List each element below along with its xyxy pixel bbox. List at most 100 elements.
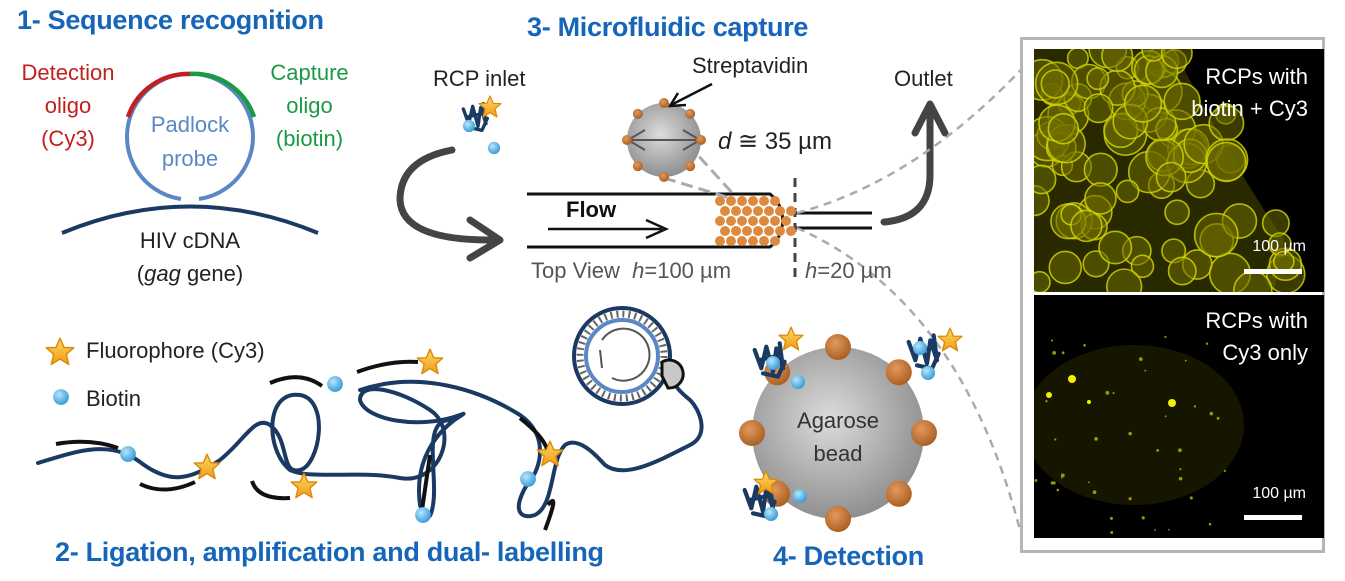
- micrograph-biotin-cy3: RCPs with biotin + Cy3 100 µm: [1034, 49, 1324, 292]
- legend-fluorophore-label: Fluorophore (Cy3): [86, 338, 265, 363]
- biotin-sphere-icon: [520, 471, 536, 487]
- streptavidin-dot: [825, 334, 851, 360]
- inner-template: [599, 327, 651, 382]
- probe-strand: [139, 480, 196, 492]
- zoom-guide-line: [663, 176, 734, 201]
- fluorescent-speck: [1092, 490, 1097, 495]
- streptavidin-dot: [885, 359, 912, 386]
- caption-line: RCPs with: [1205, 308, 1308, 333]
- fluorescence-image: [1034, 295, 1324, 538]
- probe-strand: [269, 375, 324, 388]
- fluorescent-speck: [1112, 392, 1115, 395]
- fluorescent-speck: [1178, 448, 1182, 453]
- streptavidin-dot: [685, 161, 696, 172]
- label-line: HIV cDNA: [139, 228, 241, 253]
- packed-bead: [737, 196, 747, 206]
- fluorescent-bead: [1163, 82, 1201, 121]
- packed-bead: [759, 236, 769, 246]
- fluorescent-bead: [1086, 67, 1110, 91]
- capture-oligo-label: Capture oligo (biotin): [252, 56, 367, 155]
- height-narrow-value: =20 µm: [817, 258, 892, 283]
- detection-oligo-label: Detection oligo (Cy3): [8, 56, 128, 155]
- probe-strand: [543, 498, 556, 531]
- legend-biotin-label: Biotin: [86, 386, 142, 411]
- packed-bead: [786, 226, 796, 236]
- top-view-label: Top View h=100 µm: [531, 258, 731, 284]
- fluorescent-speck: [1179, 468, 1182, 471]
- padlock-circle: [584, 318, 660, 394]
- fluorescent-speck: [1060, 477, 1063, 479]
- label-line: probe: [161, 146, 219, 171]
- fluorescent-speck: [1216, 416, 1220, 420]
- fluorescent-bead: [1040, 69, 1070, 99]
- panel1-title: 1- Sequence recognition: [17, 5, 324, 35]
- caption-line: RCPs with: [1205, 64, 1308, 89]
- scale-bar: [1244, 515, 1302, 520]
- fluorescent-bead: [1084, 182, 1117, 215]
- star-icon: [290, 472, 318, 499]
- label-line: Agarose: [797, 408, 879, 433]
- packed-bead: [764, 226, 774, 236]
- packed-bead: [715, 196, 725, 206]
- star-icon: [416, 348, 444, 375]
- fluorescent-bead: [1034, 164, 1057, 195]
- rcp-strand: [36, 368, 704, 519]
- background-haze: [1034, 345, 1244, 505]
- streptavidin-dot: [885, 480, 912, 507]
- probe-strand: [250, 480, 291, 501]
- micrograph-caption: RCPs with biotin + Cy3: [1191, 61, 1308, 125]
- biotin-sphere-icon: [766, 356, 780, 370]
- micrograph-cy3-only: RCPs with Cy3 only 100 µm: [1034, 295, 1324, 538]
- panel4-title: 4- Detection: [773, 541, 924, 571]
- legend-biotin-icon: [53, 389, 69, 405]
- micrograph-caption: RCPs with Cy3 only: [1205, 305, 1308, 369]
- biotin-sphere-icon: [921, 366, 935, 380]
- fluorescent-bead: [1083, 93, 1114, 124]
- packed-bead: [770, 216, 780, 226]
- fluorescent-bead: [1160, 49, 1193, 70]
- streptavidin-dot: [659, 98, 669, 108]
- fluorescent-speck: [1054, 438, 1057, 441]
- biotin-sphere-icon: [913, 341, 927, 355]
- fluorescent-bead: [1123, 84, 1163, 123]
- diameter-value: ≅ 35 µm: [731, 128, 832, 155]
- probe-strand: [420, 454, 432, 511]
- fluorescent-spot: [1087, 400, 1091, 404]
- narrow-height-label: h=20 µm: [805, 258, 892, 284]
- caption-line: biotin + Cy3: [1191, 96, 1308, 121]
- rcp-amplification-diagram: [36, 306, 704, 531]
- fluorescent-bead: [1048, 250, 1083, 285]
- fluorescent-bead: [1164, 199, 1190, 226]
- fluorescent-speck: [1164, 335, 1167, 339]
- fluorescent-speck: [1189, 496, 1193, 500]
- packed-bead: [726, 216, 736, 226]
- biotin-sphere-icon: [327, 376, 343, 392]
- fluorescent-bead: [1130, 254, 1155, 279]
- packed-bead: [753, 206, 763, 216]
- paren: (: [136, 261, 145, 286]
- probe-strand: [55, 439, 119, 450]
- streptavidin-dot: [825, 506, 851, 532]
- fluorescent-bead: [1193, 212, 1239, 258]
- streptavidin-label: Streptavidin: [692, 53, 809, 78]
- outlet-label: Outlet: [894, 66, 953, 91]
- fluorescent-bead: [1261, 209, 1290, 238]
- fluorescent-speck: [1209, 411, 1214, 416]
- streptavidin-dot: [911, 420, 937, 446]
- fluorescent-bead: [1101, 49, 1134, 73]
- fluorescent-speck: [1144, 369, 1147, 372]
- height-var: h: [805, 258, 818, 283]
- rca-template-outer: [572, 306, 672, 406]
- packed-bead: [748, 196, 758, 206]
- packed-bead: [748, 236, 758, 246]
- fluorescent-speck: [1045, 400, 1048, 403]
- fluorescent-speck: [1141, 516, 1145, 520]
- biotin-sphere-icon: [462, 119, 476, 133]
- fluorescent-speck: [1050, 339, 1053, 342]
- hiv-cdna-label: HIV cDNA (gag gene): [110, 224, 270, 290]
- biotin-sphere-icon: [793, 489, 807, 503]
- projection-line-bottom: [796, 226, 1022, 531]
- packed-bead: [759, 196, 769, 206]
- star-icon: [778, 326, 804, 351]
